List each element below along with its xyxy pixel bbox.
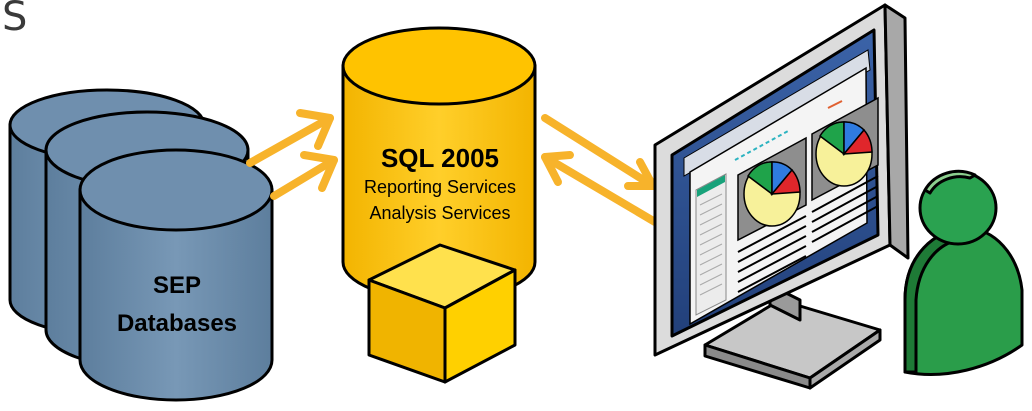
screen-report-window [683, 49, 879, 326]
reporting-services-label: Reporting Services [363, 177, 517, 197]
user-icon [903, 169, 1024, 376]
corner-letter: S [2, 0, 28, 40]
analysis-services-label: Analysis Services [369, 203, 511, 223]
sql-server-title: SQL 2005 [380, 143, 500, 173]
databases-title: SEP [152, 272, 202, 299]
databases-subtitle: Databases [116, 310, 238, 337]
arrow-monitor-to-sql-icon [541, 151, 659, 226]
arrow-sql-to-monitor-icon [541, 114, 657, 190]
olap-cube-icon [367, 243, 517, 384]
sql-server-cylinder-icon [341, 26, 537, 302]
database-stack-icon [8, 88, 274, 402]
arrow-db-to-sql-icon [246, 109, 338, 200]
